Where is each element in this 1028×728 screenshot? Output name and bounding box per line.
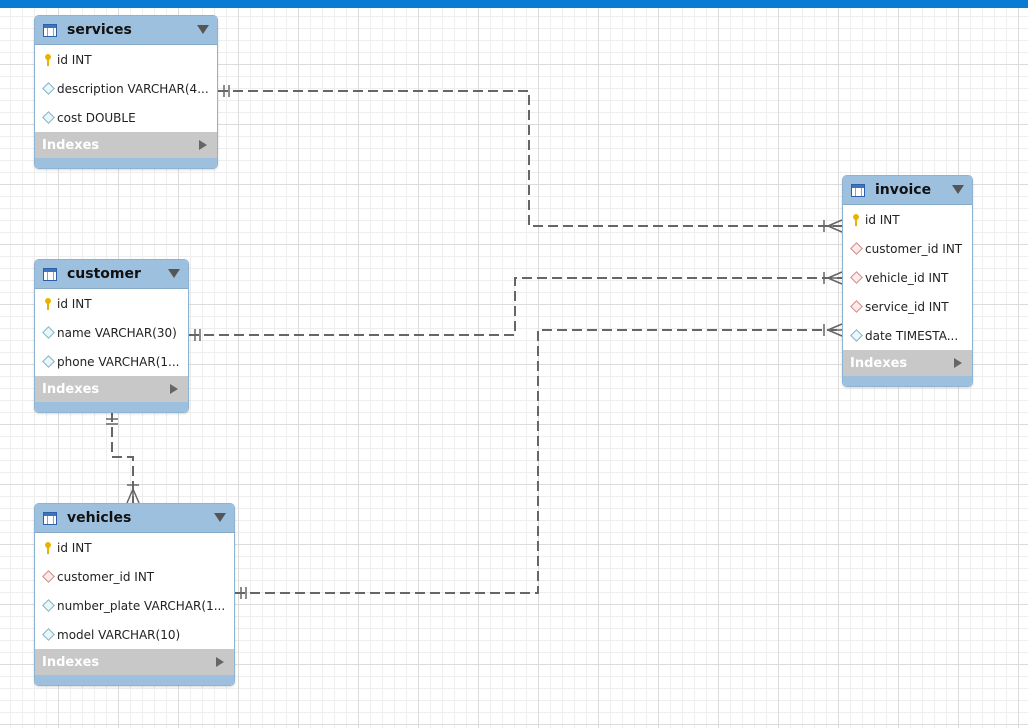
table-name: vehicles	[67, 510, 132, 526]
table-icon	[43, 267, 57, 281]
column-icon	[41, 599, 55, 612]
table-icon	[43, 511, 57, 525]
column-label: model VARCHAR(10)	[57, 627, 181, 642]
column-label: customer_id INT	[57, 569, 155, 584]
collapse-toggle-icon[interactable]	[952, 185, 964, 194]
column-label: id INT	[865, 212, 900, 227]
table-header[interactable]: vehicles	[35, 504, 234, 533]
collapse-toggle-icon[interactable]	[197, 25, 209, 34]
table-vehicles[interactable]: vehicles id INT customer_id INT number_p…	[34, 503, 235, 686]
column-label: phone VARCHAR(1...	[57, 354, 180, 369]
indexes-section[interactable]: Indexes	[35, 132, 217, 158]
expand-arrow-icon[interactable]	[170, 384, 178, 394]
primary-key-icon	[45, 297, 51, 310]
column-row[interactable]: id INT	[35, 289, 188, 318]
column-icon	[41, 355, 55, 368]
table-icon	[851, 183, 865, 197]
table-footer	[35, 402, 188, 412]
foreign-key-icon	[849, 300, 863, 313]
table-name: customer	[67, 266, 141, 282]
table-footer	[35, 675, 234, 685]
column-row[interactable]: phone VARCHAR(1...	[35, 347, 188, 376]
column-row[interactable]: id INT	[35, 533, 234, 562]
column-icon	[41, 82, 55, 95]
table-header[interactable]: invoice	[843, 176, 972, 205]
cardinality-many-marker	[823, 323, 843, 337]
column-row[interactable]: id INT	[843, 205, 972, 234]
table-header[interactable]: customer	[35, 260, 188, 289]
expand-arrow-icon[interactable]	[216, 657, 224, 667]
table-customer[interactable]: customer id INT name VARCHAR(30) phone V…	[34, 259, 189, 413]
expand-arrow-icon[interactable]	[954, 358, 962, 368]
window-top-bar	[0, 0, 1028, 8]
relationship-vehicles-invoice	[235, 329, 842, 594]
column-row[interactable]: date TIMESTA...	[843, 321, 972, 350]
indexes-label: Indexes	[42, 137, 100, 153]
table-name: services	[67, 22, 132, 38]
table-footer	[843, 376, 972, 386]
column-label: cost DOUBLE	[57, 110, 136, 125]
column-icon	[849, 329, 863, 342]
column-row[interactable]: id INT	[35, 45, 217, 74]
collapse-toggle-icon[interactable]	[214, 513, 226, 522]
foreign-key-icon	[849, 271, 863, 284]
column-row[interactable]: vehicle_id INT	[843, 263, 972, 292]
table-services[interactable]: services id INT description VARCHAR(4...…	[34, 15, 218, 169]
primary-key-icon	[853, 213, 859, 226]
expand-arrow-icon[interactable]	[199, 140, 207, 150]
table-header[interactable]: services	[35, 16, 217, 45]
indexes-label: Indexes	[850, 355, 908, 371]
table-footer	[35, 158, 217, 168]
relationship-services-invoice	[218, 90, 842, 227]
column-label: description VARCHAR(4...	[57, 81, 209, 96]
column-label: customer_id INT	[865, 241, 963, 256]
relationship-customer-vehicles	[111, 412, 134, 503]
foreign-key-icon	[849, 242, 863, 255]
column-row[interactable]: cost DOUBLE	[35, 103, 217, 132]
column-icon	[41, 326, 55, 339]
cardinality-many-marker	[126, 484, 140, 504]
primary-key-icon	[45, 541, 51, 554]
table-invoice[interactable]: invoice id INT customer_id INT vehicle_i…	[842, 175, 973, 387]
foreign-key-icon	[41, 570, 55, 583]
column-label: service_id INT	[865, 299, 949, 314]
column-row[interactable]: service_id INT	[843, 292, 972, 321]
indexes-section[interactable]: Indexes	[843, 350, 972, 376]
table-icon	[43, 23, 57, 37]
indexes-label: Indexes	[42, 381, 100, 397]
column-label: id INT	[57, 540, 92, 555]
indexes-label: Indexes	[42, 654, 100, 670]
column-label: id INT	[57, 296, 92, 311]
column-row[interactable]: number_plate VARCHAR(1...	[35, 591, 234, 620]
column-row[interactable]: customer_id INT	[843, 234, 972, 263]
indexes-section[interactable]: Indexes	[35, 376, 188, 402]
relationship-customer-invoice	[189, 277, 842, 336]
cardinality-many-marker	[823, 219, 843, 233]
column-label: id INT	[57, 52, 92, 67]
column-row[interactable]: customer_id INT	[35, 562, 234, 591]
column-label: vehicle_id INT	[865, 270, 949, 285]
column-row[interactable]: name VARCHAR(30)	[35, 318, 188, 347]
collapse-toggle-icon[interactable]	[168, 269, 180, 278]
column-icon	[41, 111, 55, 124]
table-name: invoice	[875, 182, 932, 198]
indexes-section[interactable]: Indexes	[35, 649, 234, 675]
column-label: date TIMESTA...	[865, 328, 959, 343]
column-label: number_plate VARCHAR(1...	[57, 598, 226, 613]
primary-key-icon	[45, 53, 51, 66]
column-icon	[41, 628, 55, 641]
cardinality-many-marker	[823, 271, 843, 285]
column-row[interactable]: model VARCHAR(10)	[35, 620, 234, 649]
column-row[interactable]: description VARCHAR(4...	[35, 74, 217, 103]
column-label: name VARCHAR(30)	[57, 325, 177, 340]
